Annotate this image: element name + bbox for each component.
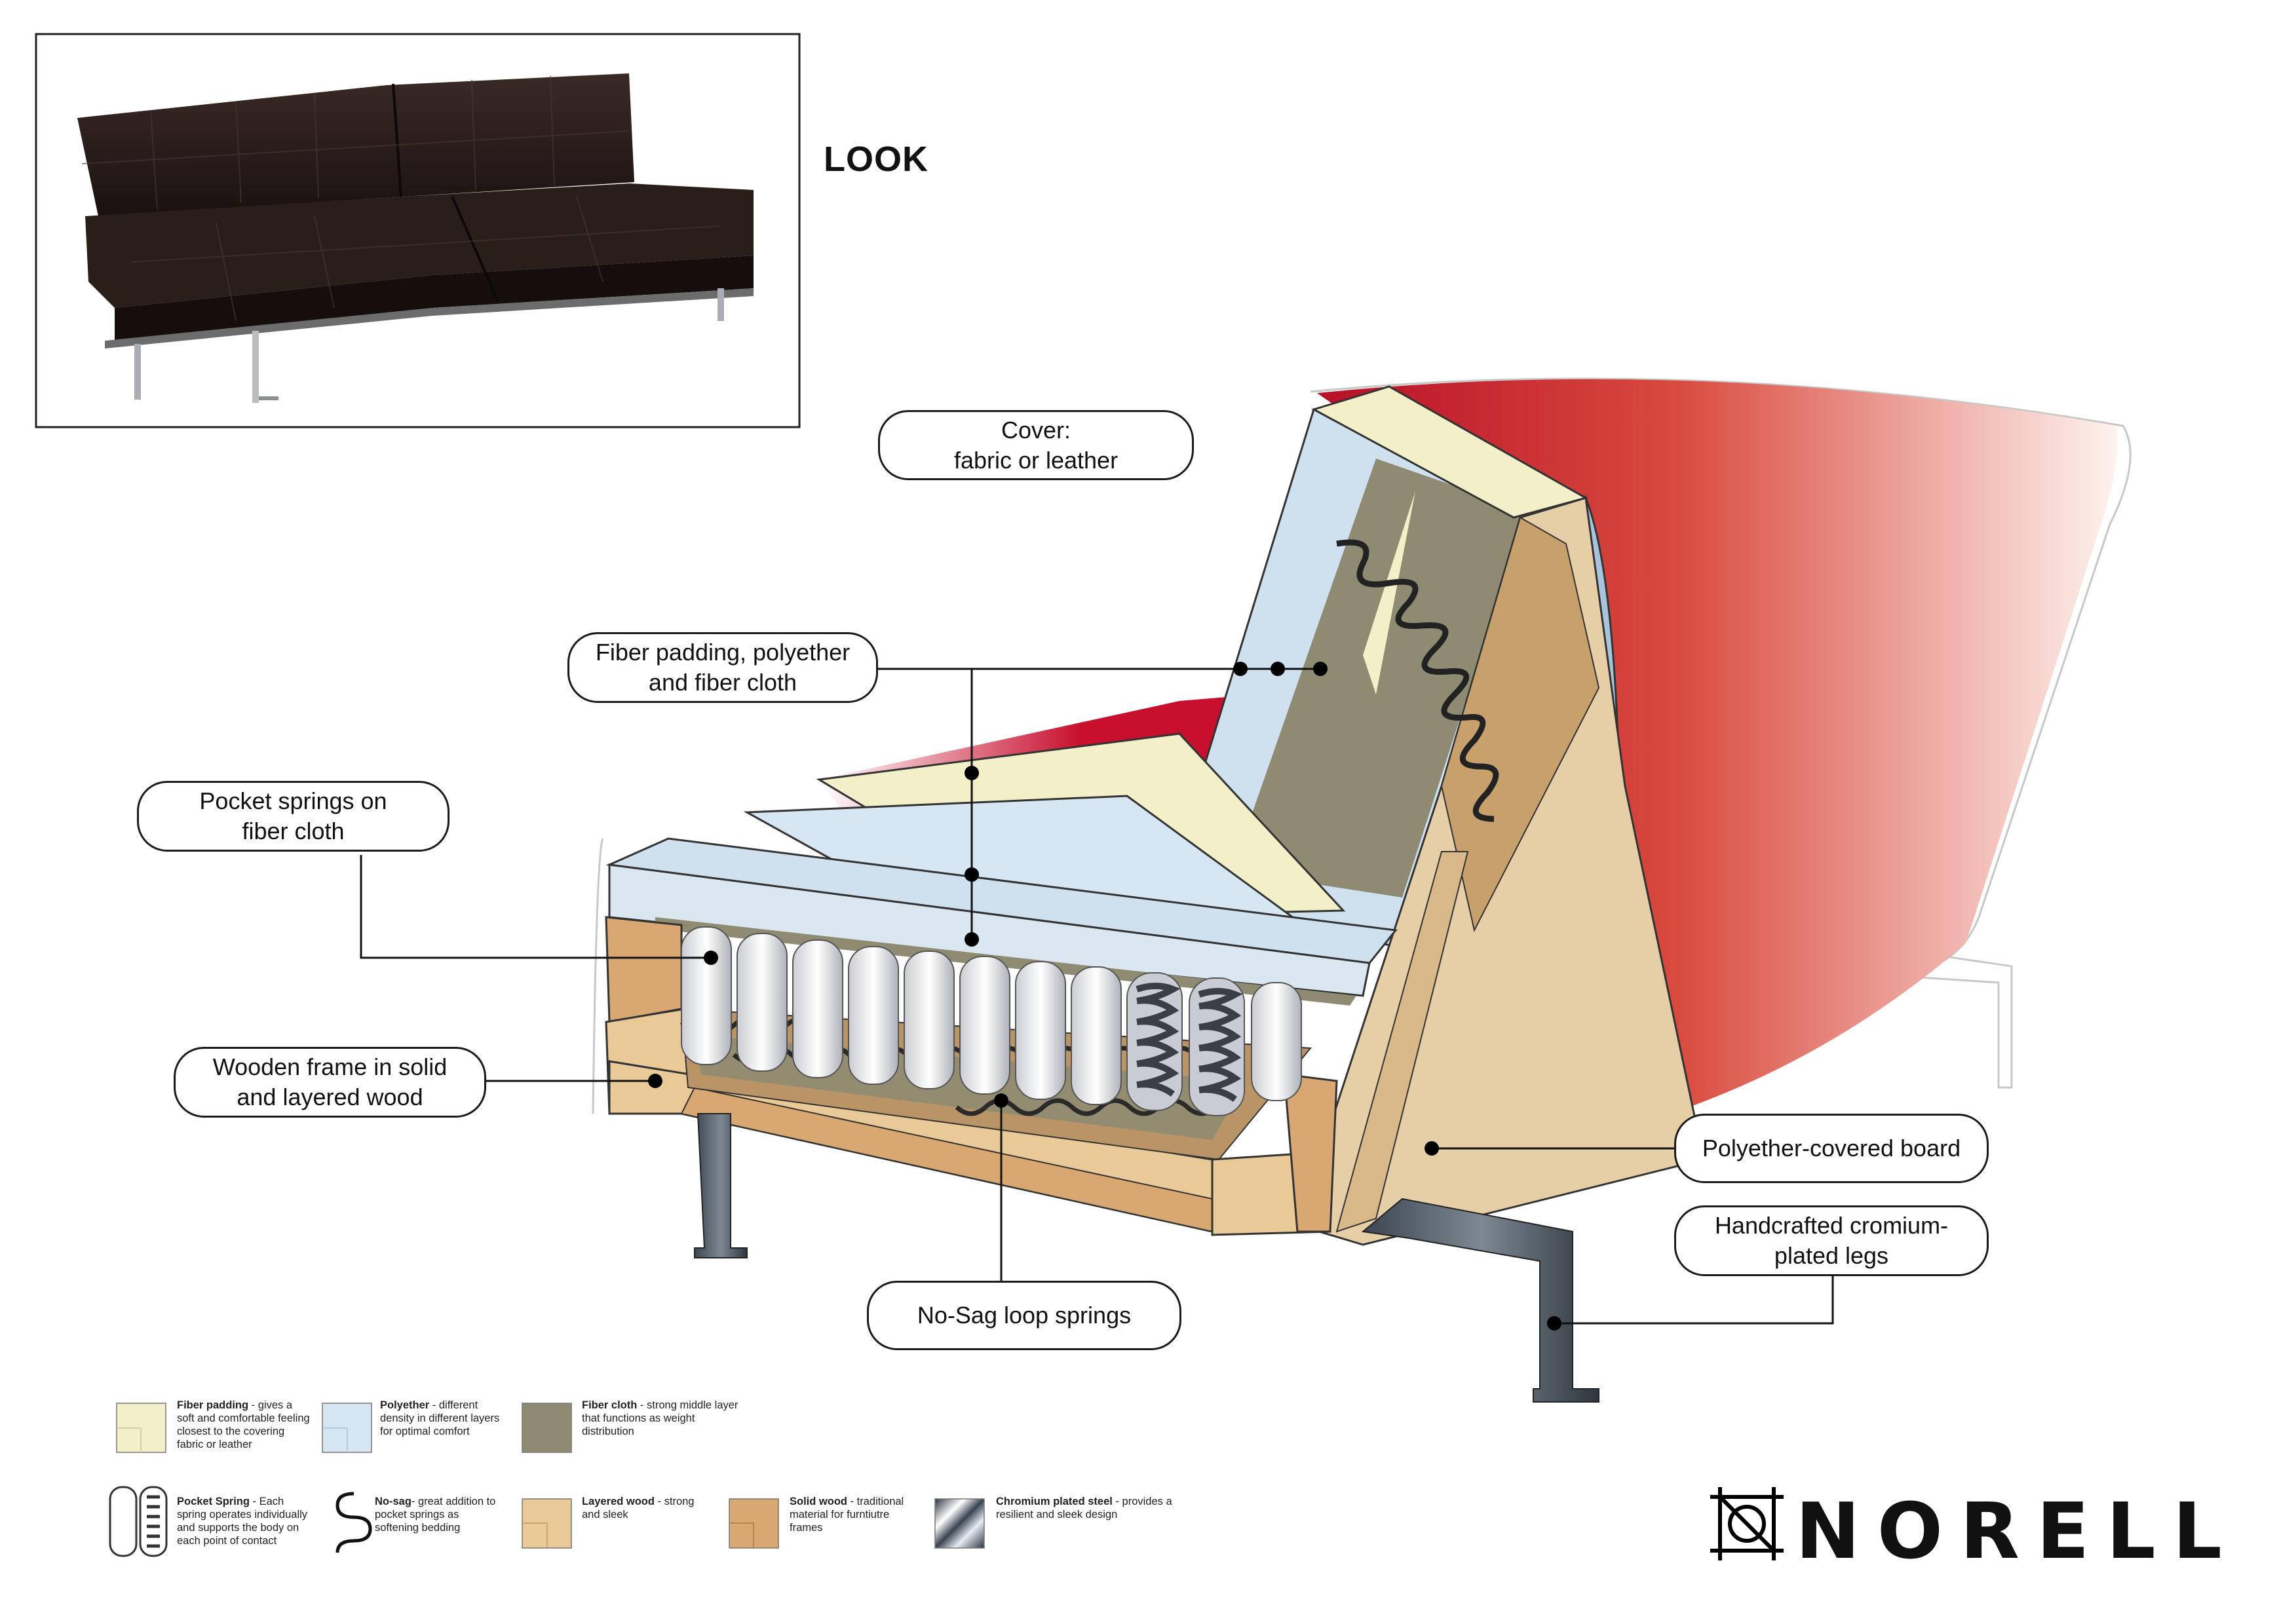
callout-board-line1: Polyether-covered board [1702, 1135, 1961, 1161]
callout-pocket-springs: Pocket springs on fiber cloth [137, 781, 450, 852]
callout-pocket-line2: fiber cloth [242, 818, 345, 844]
swatch-layered-wood [522, 1498, 572, 1549]
callout-no-sag: No-Sag loop springs [867, 1281, 1181, 1350]
legend-item-chrome: Chromium plated steel - provides a resil… [996, 1496, 1172, 1520]
legend-item-fiber-cloth: Fiber cloth - strong middle layer that f… [582, 1399, 738, 1437]
callout-frame-line1: Wooden frame in solid [212, 1053, 448, 1080]
callout-legs: Handcrafted cromium-plated legs [1674, 1205, 1989, 1276]
callout-legs-line1: Handcrafted cromium- [1714, 1212, 1949, 1239]
legend-name: Fiber cloth [582, 1399, 638, 1411]
swatch-solid-wood [729, 1498, 779, 1549]
back-board [1296, 495, 1706, 1246]
legend-swatches [109, 1403, 985, 1557]
callout-fiber-padding: Fiber padding, polyether and fiber cloth [567, 632, 878, 703]
back-cushion [1158, 385, 1588, 951]
legend-name: Solid wood [790, 1496, 847, 1507]
brand-wordmark: NORELL [1795, 1486, 2239, 1576]
legend-desc: strong and sleek [582, 1496, 695, 1520]
swatch-fiber-cloth [522, 1403, 572, 1453]
norell-logo-mark [1710, 1487, 1784, 1560]
callout-fiber-line1: Fiber padding, polyether [595, 639, 851, 666]
look-label: LOOK [824, 140, 928, 179]
swatch-fiber-padding [116, 1403, 166, 1453]
legend-item-no-sag: No-sag- great addition to pocket springs… [375, 1496, 496, 1534]
back-nosag-springs [1336, 539, 1499, 822]
legend-item-polyether: Polyether - different density in differe… [380, 1399, 500, 1437]
callout-cover-line1: Cover: [1001, 416, 1071, 444]
legend-desc: provides a resilient and sleek design [996, 1496, 1172, 1520]
callout-legs-line2: plated legs [1774, 1242, 1889, 1269]
legend-name: Pocket Spring [177, 1496, 250, 1507]
legend-name: Fiber padding [177, 1399, 249, 1411]
leader-dots [648, 662, 1561, 1331]
swatch-pocket-spring [109, 1486, 168, 1557]
legend-desc: different density in different layers fo… [380, 1399, 500, 1437]
swatch-chrome [934, 1498, 985, 1549]
legend-name: Layered wood [582, 1496, 655, 1507]
legend-desc: gives a soft and comfortable feeling clo… [177, 1399, 310, 1450]
callout-frame-line2: and layered wood [237, 1084, 423, 1110]
legend-desc: great addition to pocket springs as soft… [375, 1496, 496, 1534]
callout-cover: Cover:fabric or leather [878, 410, 1194, 480]
legend-name: Chromium plated steel [996, 1496, 1113, 1507]
callout-pocket-line1: Pocket springs on [199, 787, 387, 814]
legend-item-fiber-padding: Fiber padding - gives a soft and comfort… [177, 1399, 310, 1450]
legend-item-layered-wood: Layered wood - strong and sleek [582, 1496, 695, 1520]
swatch-no-sag [335, 1492, 372, 1553]
sofa-legs [694, 1113, 1599, 1403]
legend-name: No-sag [375, 1496, 411, 1507]
callout-wooden-frame: Wooden frame in solid and layered wood [174, 1047, 486, 1118]
sofa-outline [592, 377, 2132, 1114]
exposed-coil-springs [1136, 983, 1243, 1103]
callout-nosag-line1: No-Sag loop springs [917, 1302, 1132, 1329]
callout-fiber-line2: and fiber cloth [648, 669, 797, 696]
legend-desc: strong middle layer that functions as we… [582, 1399, 738, 1437]
legend-item-solid-wood: Solid wood - traditional material for fu… [790, 1496, 904, 1534]
legend-desc: traditional material for furntiutre fram… [790, 1496, 904, 1534]
callout-cover-line2: fabric or leather [953, 446, 1119, 474]
callout-polyether-board: Polyether-covered board [1674, 1114, 1989, 1183]
product-photo [35, 33, 801, 428]
pocket-springs-row [681, 926, 1302, 1116]
swatch-polyether [322, 1403, 372, 1453]
legend-item-pocket-spring: Pocket Spring - Each spring operates ind… [177, 1496, 308, 1547]
legend-name: Polyether [380, 1399, 430, 1411]
legend-desc: Each spring operates individually and su… [177, 1496, 308, 1547]
